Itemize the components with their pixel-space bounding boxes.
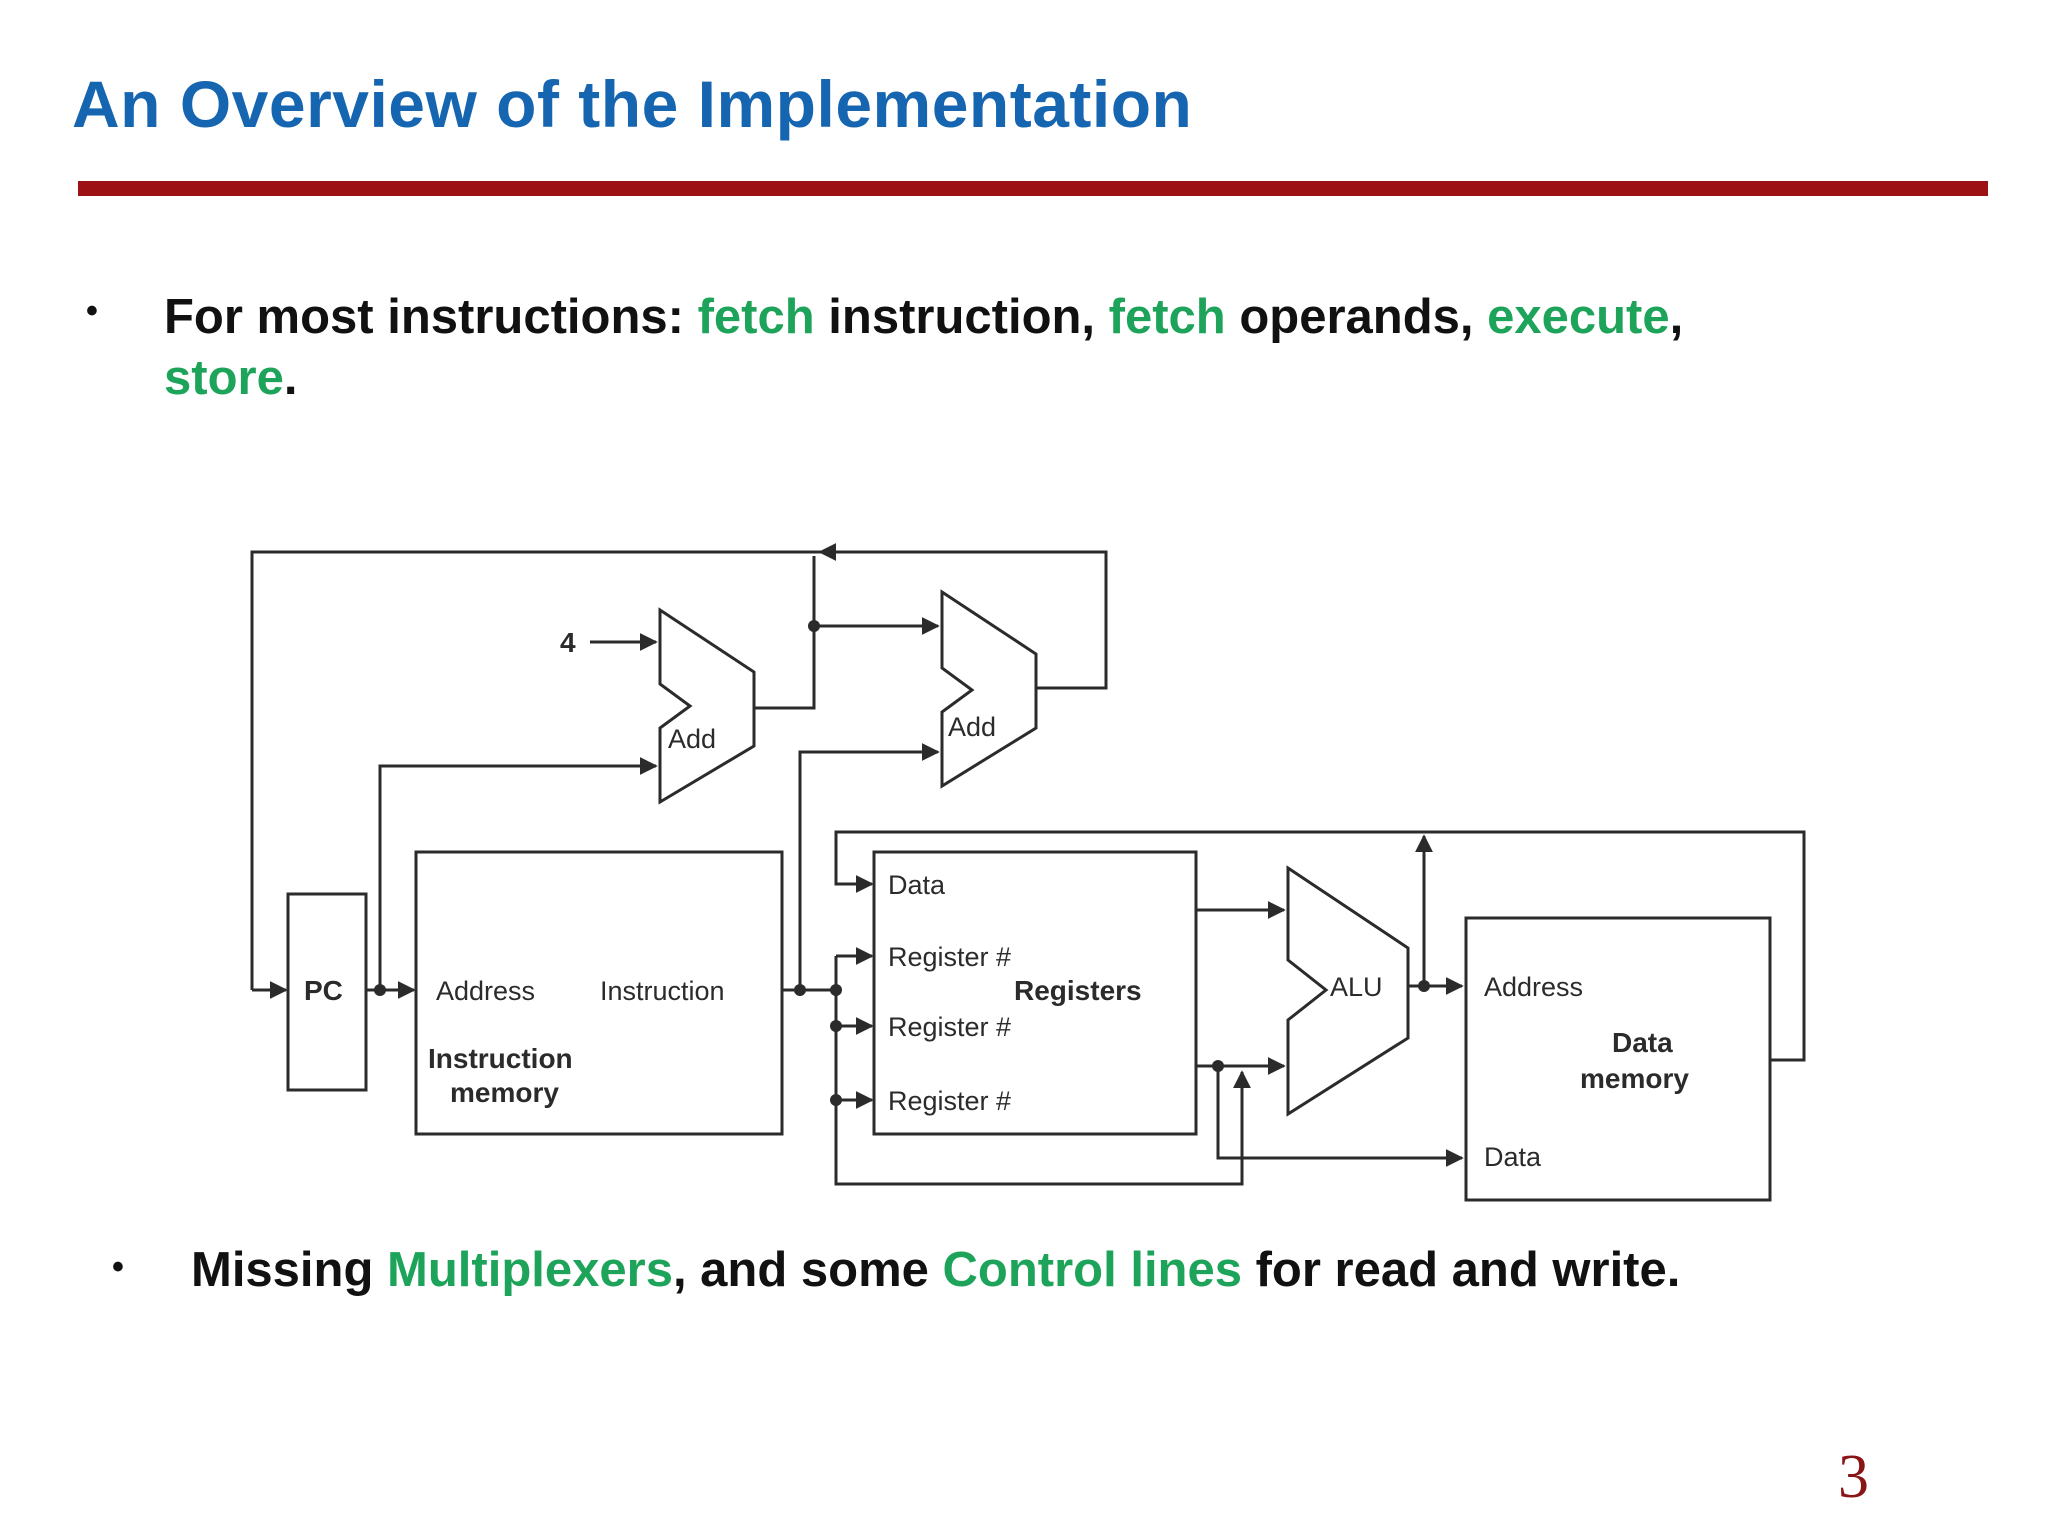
add1-shape bbox=[658, 607, 756, 805]
dmem-data-label: Data bbox=[1484, 1142, 1542, 1172]
alu-shape bbox=[1286, 865, 1410, 1117]
dmem-name-line1: Data bbox=[1612, 1027, 1673, 1058]
junction-dot bbox=[1212, 1060, 1224, 1072]
alu-label: ALU bbox=[1330, 972, 1383, 1002]
bullet-marker: • bbox=[112, 1248, 124, 1286]
text-run: , and some bbox=[672, 1243, 943, 1297]
constant-four-label: 4 bbox=[560, 627, 576, 658]
junction-dot bbox=[794, 984, 806, 996]
text-run: , bbox=[1669, 290, 1684, 344]
instruction-memory-box bbox=[414, 850, 784, 1136]
imem-address-label: Address bbox=[436, 976, 535, 1006]
text-run: For most instructions: bbox=[164, 290, 698, 344]
highlight-multiplexers: Multiplexers bbox=[387, 1243, 673, 1297]
highlight-store: store bbox=[164, 351, 284, 405]
reg-port2-label: Register # bbox=[888, 1012, 1011, 1042]
text-run: Missing bbox=[191, 1243, 388, 1297]
pc-box bbox=[286, 892, 368, 1092]
page-number: 3 bbox=[1838, 1443, 1869, 1511]
add1-label: Add bbox=[668, 724, 716, 754]
imem-instruction-label: Instruction bbox=[600, 976, 725, 1006]
wire-bottom-loop bbox=[834, 1070, 1251, 1186]
highlight-execute: execute bbox=[1487, 290, 1670, 344]
dmem-address-label: Address bbox=[1484, 972, 1583, 1002]
slide-title: An Overview of the Implementation bbox=[72, 67, 1193, 141]
bullet-missing-parts: Missing Multiplexers, and some Control l… bbox=[191, 1240, 1680, 1301]
add2-shape bbox=[940, 589, 1038, 789]
wire-branch-loop bbox=[250, 550, 1108, 990]
wire-reg-dmem-data bbox=[1216, 1066, 1464, 1167]
reg-data-label: Data bbox=[888, 870, 946, 900]
bullet-marker: • bbox=[86, 292, 98, 330]
imem-name-line1: Instruction bbox=[428, 1043, 573, 1074]
wire-pc-add1 bbox=[378, 757, 658, 990]
text-run: operands, bbox=[1225, 290, 1488, 344]
junction-dot bbox=[830, 1020, 842, 1032]
wire-add1-out bbox=[754, 617, 940, 710]
text-run: . bbox=[283, 351, 298, 405]
registers-box bbox=[872, 850, 1198, 1136]
highlight-fetch: fetch bbox=[1108, 290, 1226, 344]
wire-inst-add2 bbox=[798, 743, 940, 990]
text-run: instruction, bbox=[814, 290, 1109, 344]
imem-name-line2: memory bbox=[450, 1077, 559, 1108]
reg-port3-label: Register # bbox=[888, 1086, 1011, 1116]
junction-dot bbox=[1418, 980, 1430, 992]
text-run: for read and write. bbox=[1242, 1243, 1681, 1297]
highlight-fetch: fetch bbox=[697, 290, 815, 344]
junction-dot bbox=[830, 984, 842, 996]
pc-label: PC bbox=[304, 975, 343, 1006]
wire-write-back bbox=[834, 830, 1806, 1062]
junction-dot bbox=[808, 620, 820, 632]
junction-dot bbox=[830, 1094, 842, 1106]
title-divider bbox=[78, 181, 1988, 196]
dmem-name-line2: memory bbox=[1580, 1063, 1689, 1094]
junction-dot bbox=[374, 984, 386, 996]
registers-name-label: Registers bbox=[1014, 975, 1142, 1006]
bullet-fetch-execute: For most instructions: fetch instruction… bbox=[164, 287, 1844, 409]
reg-port1-label: Register # bbox=[888, 942, 1011, 972]
highlight-control-lines: Control lines bbox=[942, 1243, 1242, 1297]
add2-label: Add bbox=[948, 712, 996, 742]
